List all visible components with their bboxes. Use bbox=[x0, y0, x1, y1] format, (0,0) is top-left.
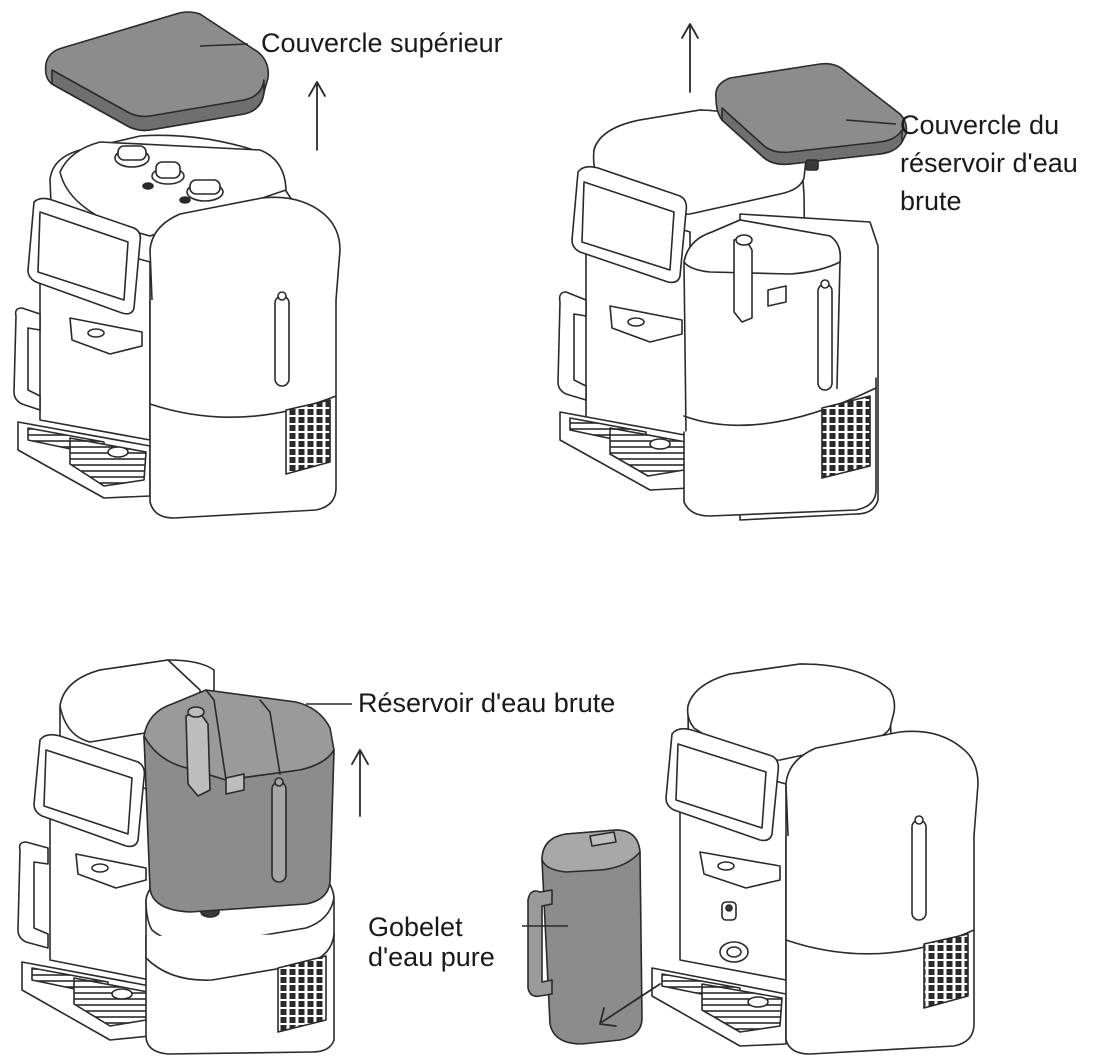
arrow-down-left-icon bbox=[599, 983, 661, 1027]
arrow-up-icon bbox=[308, 81, 326, 151]
leader-line-icon bbox=[199, 43, 249, 47]
label-pure-water-cup-line-1: Gobelet bbox=[368, 912, 463, 942]
tank-cover-part bbox=[714, 62, 908, 171]
machine-bottom-right bbox=[651, 663, 979, 1055]
label-pure-water-cup-line-2: d'eau pure bbox=[368, 942, 495, 972]
arrow-up-icon bbox=[681, 23, 699, 93]
raw-water-tank-part bbox=[143, 689, 335, 913]
label-tank-cover-line-3: brute bbox=[900, 186, 962, 216]
label-pure-water-cup: Gobelet d'eau pure bbox=[368, 912, 495, 972]
label-raw-water-tank: Réservoir d'eau brute bbox=[358, 686, 615, 721]
label-tank-cover-line-2: réservoir d'eau bbox=[900, 148, 1078, 178]
label-raw-water-tank-text: Réservoir d'eau brute bbox=[358, 688, 616, 718]
leader-line-icon bbox=[845, 119, 897, 125]
label-tank-cover: Couvercle du réservoir d'eau brute bbox=[900, 106, 1078, 220]
machine-top-left bbox=[13, 134, 341, 519]
label-top-cover-text: Couvercle supérieur bbox=[261, 28, 503, 58]
pure-water-cup-part bbox=[527, 829, 643, 1045]
label-top-cover: Couvercle supérieur bbox=[261, 26, 503, 61]
filter-cartridges bbox=[114, 145, 224, 204]
arrow-up-icon bbox=[351, 749, 369, 817]
label-tank-cover-line-1: Couvercle du bbox=[900, 110, 1060, 140]
machine-top-right bbox=[557, 109, 879, 521]
top-cover-part bbox=[44, 11, 270, 132]
